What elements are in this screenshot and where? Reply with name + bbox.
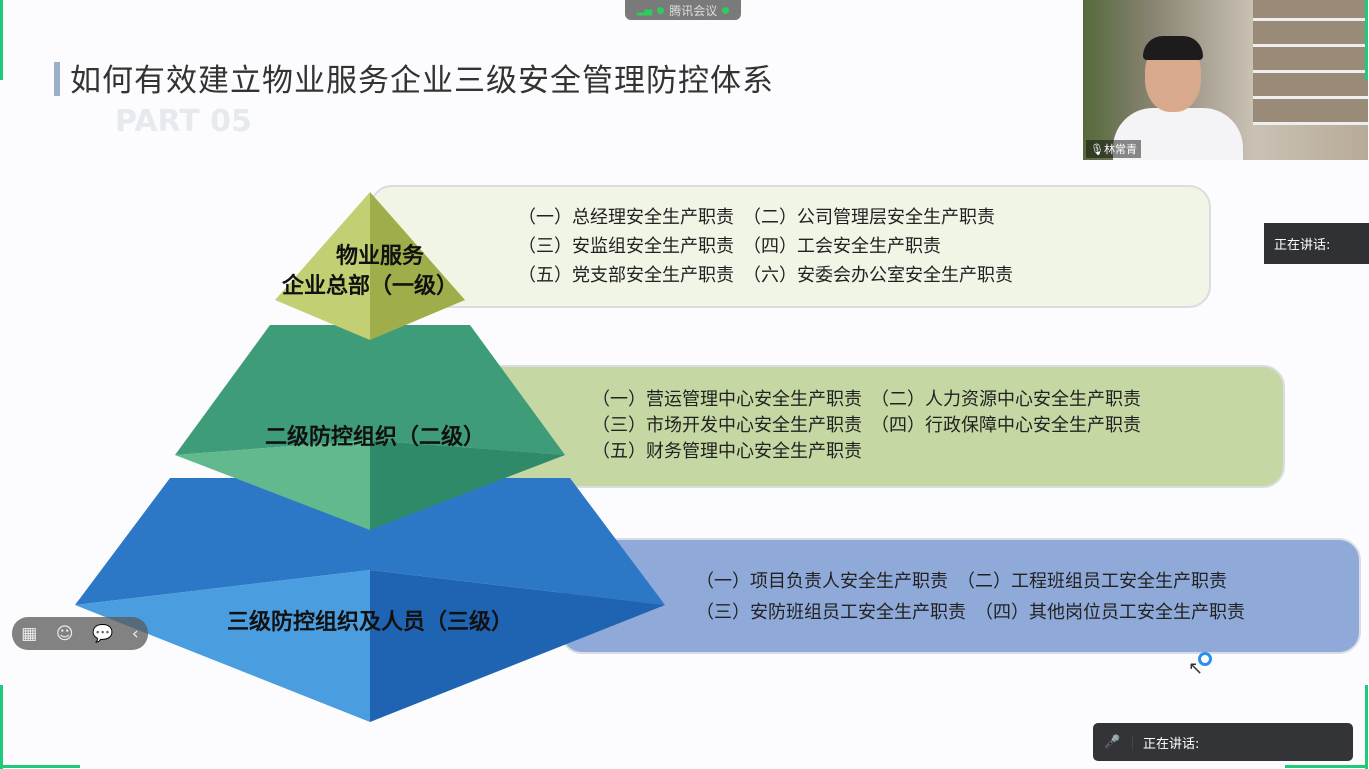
- background-shelf: [1253, 0, 1368, 125]
- pyramid-level1-right-face: [370, 192, 465, 340]
- floating-toolbar[interactable]: ▦ ☺ 💬 ‹: [12, 617, 148, 650]
- duty-row: （五）财务管理中心安全生产职责: [592, 441, 862, 462]
- mic-icon: 🎙: [1090, 143, 1104, 156]
- speaking-indicator-bottom: 🎤 正在讲话:: [1093, 723, 1353, 761]
- participant-name: 林常青: [1103, 143, 1137, 156]
- pyramid-level1-left-face: [275, 192, 370, 340]
- pyramid-level1: [275, 192, 465, 340]
- slide-watermark: PART 05: [115, 104, 252, 139]
- pyramid-level2-right-face: [370, 440, 565, 530]
- frame-corner: [1365, 0, 1368, 80]
- frame-corner: [1285, 765, 1368, 768]
- pyramid-level3-right-face: [370, 570, 665, 722]
- duty-row: （一）营运管理中心安全生产职责 （二）人力资源中心安全生产职责: [592, 389, 1141, 410]
- level1-label: 物业服务企业总部（一级）: [270, 242, 470, 302]
- status-dot-icon: [657, 6, 665, 14]
- duty-row: （一）总经理安全生产职责 （二）公司管理层安全生产职责: [518, 207, 995, 228]
- pyramid-level3: [75, 478, 665, 722]
- level1-duties-box: [370, 185, 1211, 308]
- level3-duties: （一）项目负责人安全生产职责 （二）工程班组员工安全生产职责 （三）安防班组员工安…: [696, 566, 1245, 628]
- signal-icon: ▂▄: [636, 4, 653, 16]
- duty-row: （三）安监组安全生产职责 （四）工会安全生产职责: [518, 236, 941, 257]
- pyramid-level3-left-face: [75, 570, 370, 722]
- level2-label: 二级防控组织（二级）: [264, 425, 485, 450]
- level1-label-line2: 企业总部（一级）: [281, 274, 458, 299]
- pyramid-level3-top-face: [75, 478, 665, 605]
- slide-title: 如何有效建立物业服务企业三级安全管理防控体系: [70, 63, 774, 99]
- status-dot-icon: [722, 6, 730, 14]
- level2-duties-box: [470, 365, 1285, 488]
- duty-row: （三）市场开发中心安全生产职责 （四）行政保障中心安全生产职责: [592, 415, 1141, 436]
- pyramid-level2: [175, 325, 565, 530]
- level3-label: 三级防控组织及人员（三级）: [226, 610, 513, 635]
- chat-icon[interactable]: 💬: [92, 623, 114, 644]
- frame-corner: [0, 0, 3, 80]
- duty-row: （一）项目负责人安全生产职责 （二）工程班组员工安全生产职责: [696, 571, 1227, 592]
- duty-row: （五）党支部安全生产职责 （六）安委会办公室安全生产职责: [518, 265, 1013, 286]
- level2-duties: （一）营运管理中心安全生产职责 （二）人力资源中心安全生产职责 （三）市场开发中心…: [592, 387, 1141, 465]
- meeting-title-bar[interactable]: ▂▄ 腾讯会议: [625, 0, 741, 20]
- collapse-chevron-icon[interactable]: ‹: [131, 623, 139, 644]
- pyramid-level2-top-face: [175, 325, 565, 455]
- participant-hair: [1143, 36, 1203, 60]
- meeting-app-name: 腾讯会议: [669, 3, 718, 18]
- speaking-indicator-top: 正在讲话:: [1264, 223, 1369, 264]
- participant-body: [1113, 108, 1243, 160]
- pyramid-level2-left-face: [175, 440, 370, 530]
- frame-corner: [1365, 685, 1368, 769]
- emoji-icon[interactable]: ☺: [55, 623, 74, 644]
- mic-muted-icon[interactable]: 🎤: [1093, 734, 1133, 750]
- frame-corner: [0, 765, 80, 768]
- participant-video[interactable]: 🎙林常青: [1083, 0, 1368, 160]
- level3-duties-box: [560, 538, 1361, 654]
- level1-duties: （一）总经理安全生产职责 （二）公司管理层安全生产职责 （三）安监组安全生产职责 …: [518, 203, 1013, 290]
- frame-corner: [0, 685, 3, 769]
- level1-label-line1: 物业服务: [335, 244, 424, 269]
- participant-name-tag: 🎙林常青: [1086, 140, 1141, 158]
- layout-icon[interactable]: ▦: [21, 623, 38, 644]
- loading-ring-icon: [1198, 652, 1212, 666]
- title-accent-bar: [54, 62, 60, 96]
- duty-row: （三）安防班组员工安全生产职责 （四）其他岗位员工安全生产职责: [696, 602, 1245, 623]
- speaking-label: 正在讲话:: [1143, 736, 1200, 752]
